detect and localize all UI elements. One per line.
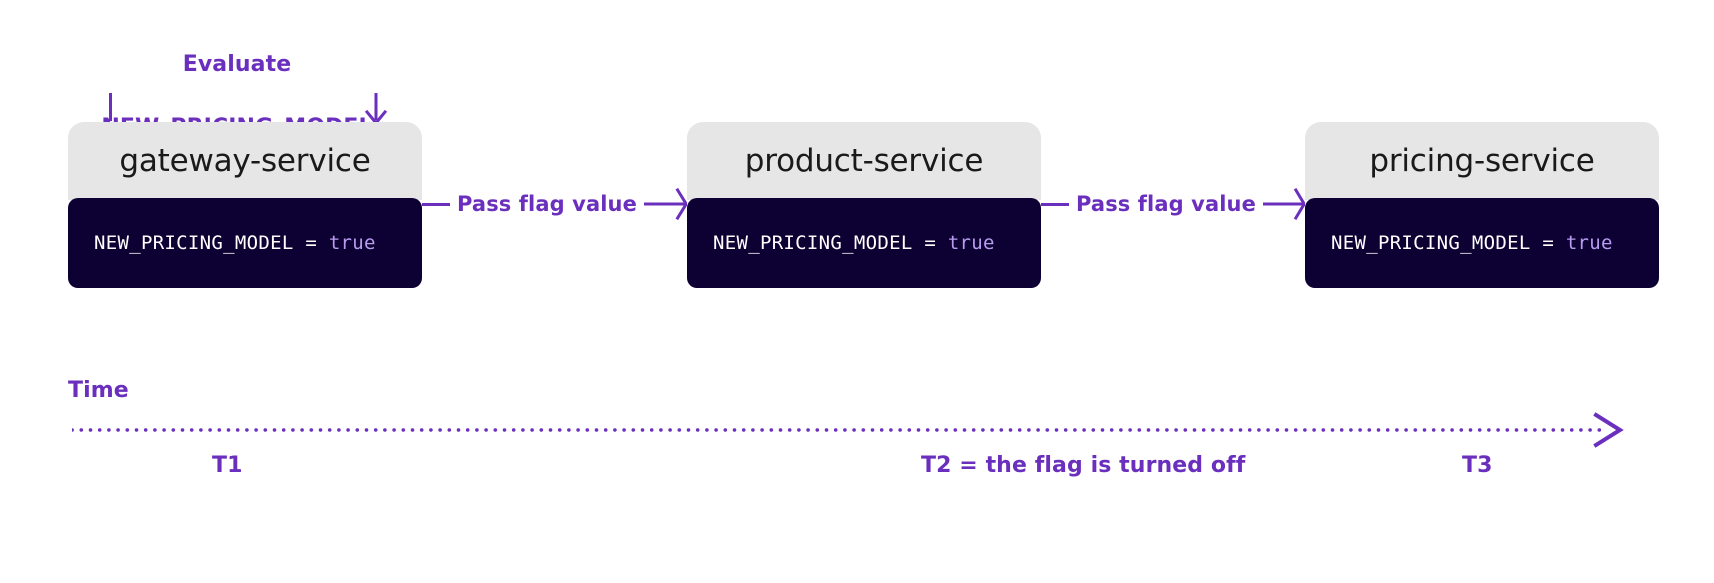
- flag-value: true: [328, 232, 376, 254]
- connector-gateway-to-product: Pass flag value: [422, 182, 687, 226]
- service-header: product-service: [687, 122, 1041, 200]
- flag-key: NEW_PRICING_MODEL: [94, 232, 294, 254]
- flag-assignment: NEW_PRICING_MODEL = true: [94, 232, 376, 254]
- service-title: gateway-service: [119, 143, 371, 179]
- connector-product-to-pricing: Pass flag value: [1041, 182, 1305, 226]
- flag-key: NEW_PRICING_MODEL: [713, 232, 913, 254]
- timeline-label: Time: [68, 378, 129, 403]
- service-title: product-service: [744, 143, 984, 179]
- timeline-tick-t2: T2 = the flag is turned off: [921, 453, 1246, 478]
- timeline-tick-t3: T3: [1462, 453, 1493, 478]
- arrow-down-icon: [364, 93, 388, 126]
- service-flag-panel: NEW_PRICING_MODEL = true: [687, 198, 1041, 288]
- connector-line-left: [422, 202, 450, 206]
- connector-label: Pass flag value: [1076, 192, 1256, 216]
- service-card-pricing-service: pricing-service NEW_PRICING_MODEL = true: [1305, 122, 1659, 288]
- service-card-gateway-service: gateway-service NEW_PRICING_MODEL = true: [68, 122, 422, 288]
- annotation-line-1: Evaluate: [182, 52, 292, 78]
- flag-operator: =: [1542, 232, 1555, 254]
- timeline-axis: [72, 410, 1632, 450]
- vertical-tick-icon: [109, 93, 112, 121]
- flag-value: true: [1565, 232, 1613, 254]
- flag-key: NEW_PRICING_MODEL: [1331, 232, 1531, 254]
- service-card-product-service: product-service NEW_PRICING_MODEL = true: [687, 122, 1041, 288]
- flag-value: true: [947, 232, 995, 254]
- service-title: pricing-service: [1369, 143, 1595, 179]
- arrow-right-icon: [644, 182, 687, 226]
- service-flag-panel: NEW_PRICING_MODEL = true: [1305, 198, 1659, 288]
- connector-line-left: [1041, 202, 1069, 206]
- service-header: gateway-service: [68, 122, 422, 200]
- service-header: pricing-service: [1305, 122, 1659, 200]
- connector-label: Pass flag value: [457, 192, 637, 216]
- flag-assignment: NEW_PRICING_MODEL = true: [713, 232, 995, 254]
- arrow-right-icon: [1263, 182, 1305, 226]
- flag-assignment: NEW_PRICING_MODEL = true: [1331, 232, 1613, 254]
- flag-operator: =: [305, 232, 318, 254]
- timeline-tick-t1: T1: [212, 453, 243, 478]
- service-flag-panel: NEW_PRICING_MODEL = true: [68, 198, 422, 288]
- flag-operator: =: [924, 232, 937, 254]
